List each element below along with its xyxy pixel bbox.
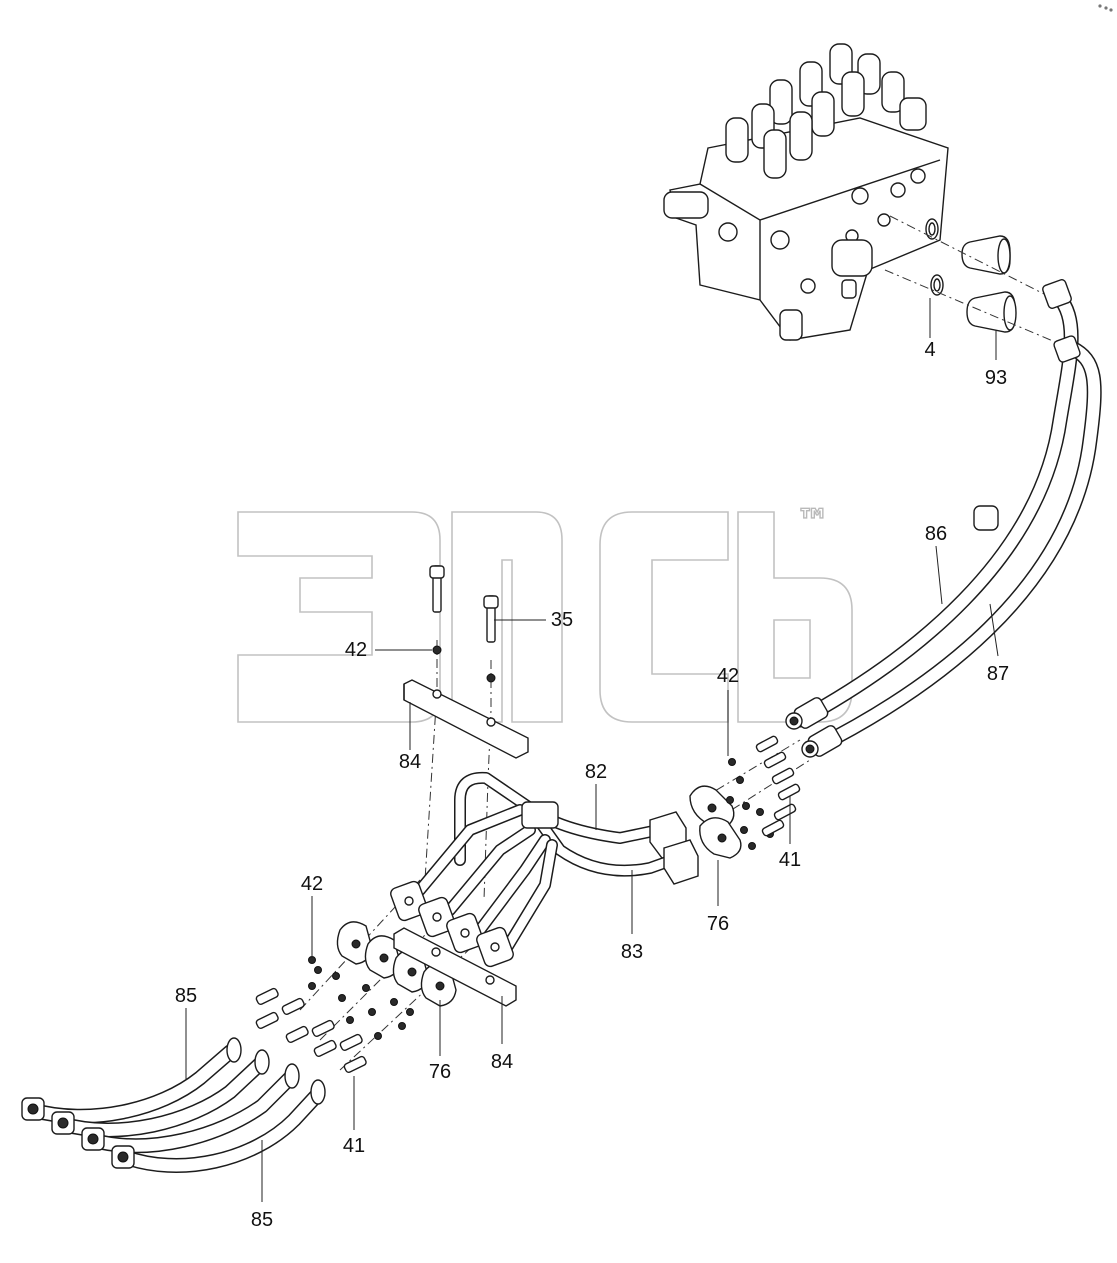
callout-4: 4 — [924, 339, 935, 361]
watermark-logo: ™ — [237, 501, 853, 723]
callout-42: 42 — [345, 639, 367, 661]
callout-35: 35 — [551, 609, 573, 631]
callout-84: 84 — [399, 751, 421, 773]
callout-93: 93 — [985, 367, 1007, 389]
callout-41: 41 — [343, 1135, 365, 1157]
callout-83: 83 — [621, 941, 643, 963]
trademark-symbol: ™ — [796, 502, 830, 542]
callout-42: 42 — [301, 873, 323, 895]
callout-76: 76 — [429, 1061, 451, 1083]
callout-84: 84 — [491, 1051, 513, 1073]
callout-41: 41 — [779, 849, 801, 871]
bolt-cluster-lower — [255, 956, 414, 1074]
callout-82: 82 — [585, 761, 607, 783]
callout-86: 86 — [925, 523, 947, 545]
bolt-cluster-right — [726, 735, 801, 850]
o-ring-seals — [925, 218, 944, 296]
callout-85: 85 — [251, 1209, 273, 1231]
control-valve-block — [663, 43, 949, 341]
callout-labels: 4 93 86 87 35 42 84 42 82 41 76 83 42 85… — [175, 339, 1009, 1231]
adapter-fittings — [961, 235, 1017, 531]
leader-lines — [185, 298, 999, 1202]
hose-set-85 — [21, 1037, 326, 1173]
hose-pair-86-87 — [785, 279, 1102, 758]
callout-87: 87 — [987, 663, 1009, 685]
tube-assembly-82-83 — [414, 771, 699, 952]
split-flanges-right — [689, 785, 742, 859]
clamp-bar-lower — [393, 927, 517, 1007]
callout-76: 76 — [707, 913, 729, 935]
flange-plates — [390, 880, 514, 968]
callout-42: 42 — [717, 665, 739, 687]
clamp-bar-upper — [403, 679, 529, 759]
callout-85: 85 — [175, 985, 197, 1007]
corner-marks — [1098, 4, 1113, 12]
bolts-and-washers-top — [429, 565, 499, 683]
